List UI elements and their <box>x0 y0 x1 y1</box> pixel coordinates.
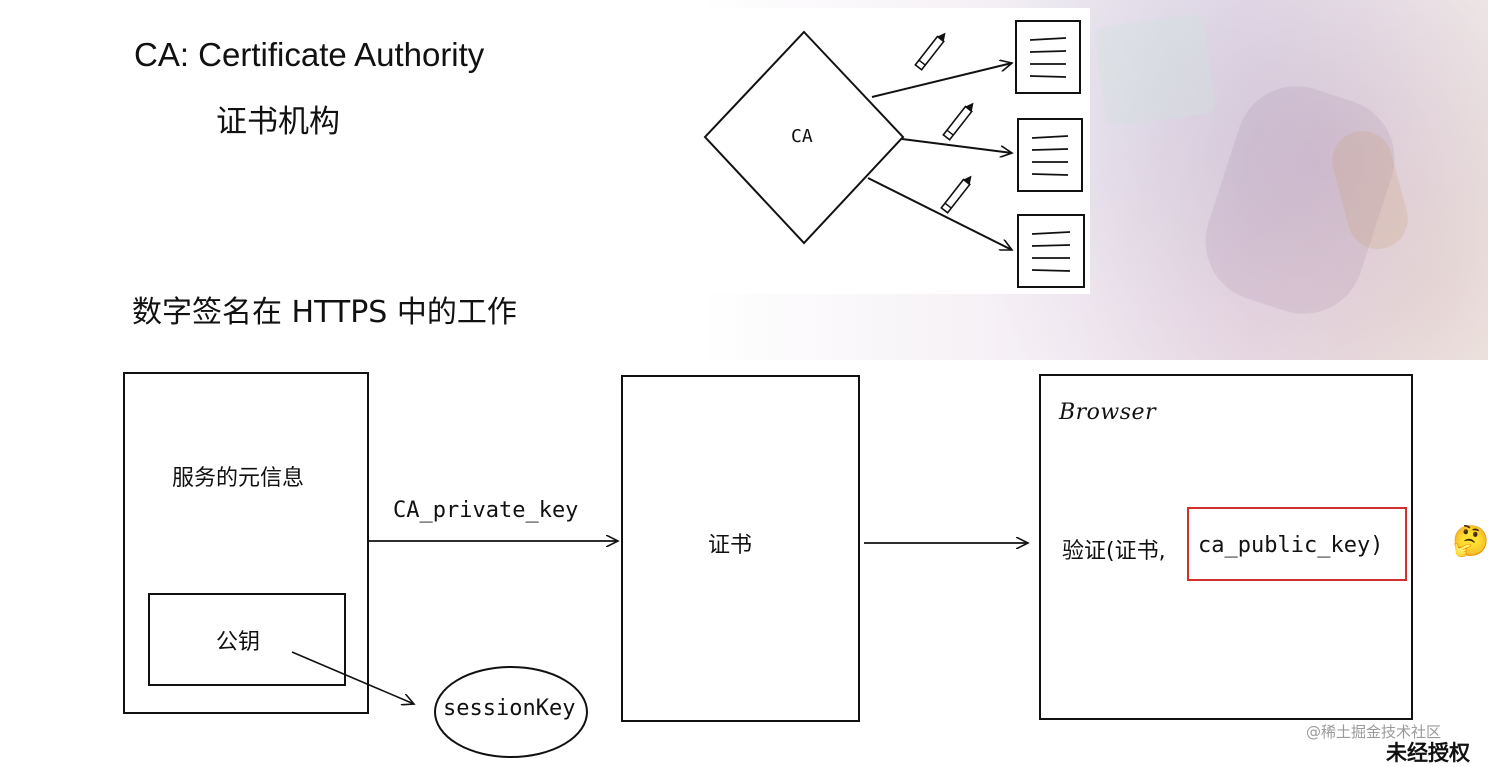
watermark-site: @稀土掘金技术社区 <box>1306 723 1442 741</box>
public-key-box <box>148 593 346 686</box>
verify-label: 验证(证书, <box>1062 539 1166 564</box>
session-key-label: sessionKey <box>443 696 576 721</box>
ca-arrow-top <box>871 63 1012 98</box>
page-title-chinese: 证书机构 <box>216 104 340 140</box>
ca-diamond <box>703 30 905 245</box>
pencil-icon <box>940 175 972 214</box>
thinking-face-icon: 🤔 <box>1452 524 1488 559</box>
pencil-icon <box>914 32 946 71</box>
browser-box <box>1039 374 1413 720</box>
watermark-notice: 未经授权 <box>1386 741 1470 765</box>
pencil-icon <box>942 102 974 141</box>
public-key-label: 公钥 <box>216 630 261 655</box>
server-box <box>123 372 369 714</box>
session-key-arrow <box>291 651 414 704</box>
private-key-label: CA_private_key <box>393 498 579 523</box>
certificate-box <box>621 375 860 722</box>
page-title-english: CA: Certificate Authority <box>134 36 485 73</box>
ca-diamond-label: CA <box>791 126 813 147</box>
ca-public-key-label: ca_public_key) <box>1198 533 1384 558</box>
session-key-ellipse <box>434 666 588 758</box>
document-icon <box>1015 20 1081 94</box>
document-icon <box>1017 214 1085 288</box>
ca-arrow-bottom <box>867 177 1012 251</box>
section-title: 数字签名在 HTTPS 中的工作 <box>132 295 517 330</box>
certificate-label: 证书 <box>708 533 753 558</box>
ca-public-key-highlight <box>1187 507 1407 581</box>
ca-arrow-middle <box>901 138 1012 153</box>
browser-title: Browser <box>1059 400 1157 425</box>
server-info-label: 服务的元信息 <box>172 466 305 491</box>
document-icon <box>1017 118 1083 192</box>
